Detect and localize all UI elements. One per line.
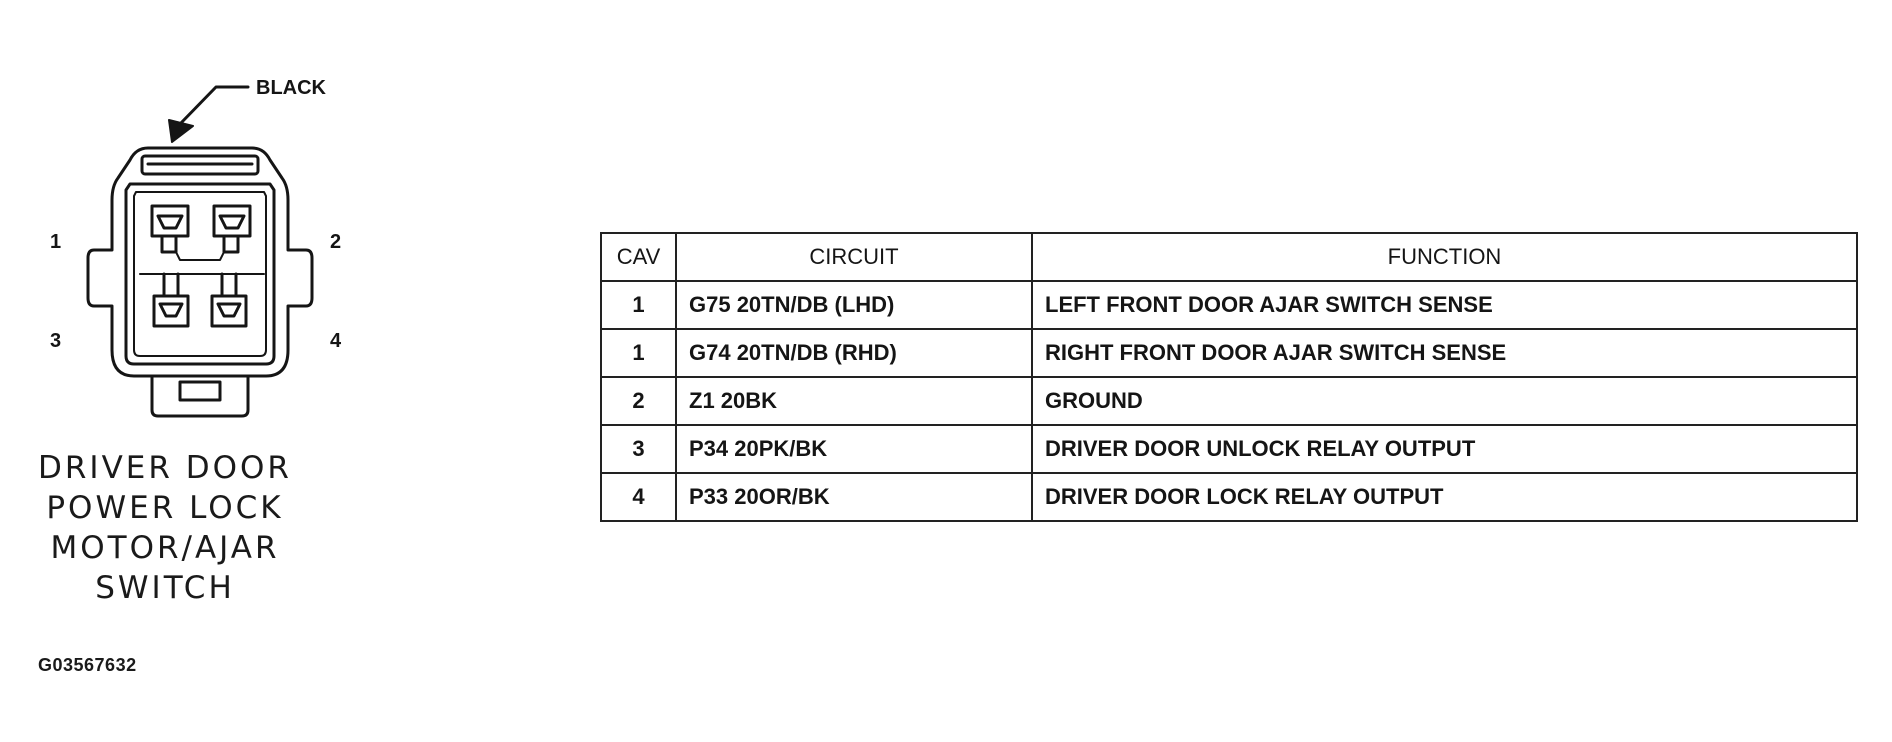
pin-label-4: 4: [330, 330, 342, 352]
cell-function: RIGHT FRONT DOOR AJAR SWITCH SENSE: [1031, 328, 1858, 378]
pin-out-table: CAV CIRCUIT FUNCTION 1 G75 20TN/DB (LHD)…: [600, 232, 1858, 522]
connector-title-line: SWITCH: [95, 570, 235, 606]
connector-face: [124, 182, 276, 366]
bottom-tab: [150, 374, 250, 418]
cell-cav: 4: [600, 472, 677, 522]
cell-function: GROUND: [1031, 376, 1858, 426]
arrow-head: [168, 119, 194, 143]
cell-cav: 1: [600, 280, 677, 330]
pin-label-2: 2: [330, 231, 341, 253]
connector-color-label: BLACK: [256, 77, 327, 99]
pin-label-3: 3: [50, 330, 61, 352]
table-row: 1 G75 20TN/DB (LHD) LEFT FRONT DOOR AJAR…: [600, 280, 1858, 330]
connector-diagram: BLACK 1 2 3 4: [50, 77, 342, 418]
figure-id: G03567632: [38, 655, 137, 675]
pin-label-1: 1: [50, 231, 61, 253]
table-row: 1 G74 20TN/DB (RHD) RIGHT FRONT DOOR AJA…: [600, 328, 1858, 378]
header-circuit: CIRCUIT: [675, 232, 1033, 282]
cell-function: DRIVER DOOR LOCK RELAY OUTPUT: [1031, 472, 1858, 522]
cell-circuit: G74 20TN/DB (RHD): [675, 328, 1033, 378]
connector-housing: [86, 146, 314, 378]
terminal-3: [152, 272, 190, 328]
table-row: 2 Z1 20BK GROUND: [600, 376, 1858, 426]
cell-cav: 1: [600, 328, 677, 378]
cell-function: LEFT FRONT DOOR AJAR SWITCH SENSE: [1031, 280, 1858, 330]
cell-cav: 2: [600, 376, 677, 426]
terminal-1: [150, 204, 190, 254]
top-latch: [140, 154, 260, 176]
table-header-row: CAV CIRCUIT FUNCTION: [600, 232, 1858, 282]
cell-circuit: Z1 20BK: [675, 376, 1033, 426]
terminal-2: [212, 204, 252, 254]
cell-cav: 3: [600, 424, 677, 474]
connector-title: DRIVER DOOR POWER LOCK MOTOR/AJAR SWITCH: [0, 448, 330, 608]
cell-circuit: G75 20TN/DB (LHD): [675, 280, 1033, 330]
connector-title-line: DRIVER DOOR: [38, 450, 292, 486]
cell-function: DRIVER DOOR UNLOCK RELAY OUTPUT: [1031, 424, 1858, 474]
connector-title-line: POWER LOCK: [46, 490, 284, 526]
table-row: 4 P33 20OR/BK DRIVER DOOR LOCK RELAY OUT…: [600, 472, 1858, 522]
connector-title-line: MOTOR/AJAR: [50, 530, 280, 566]
table-row: 3 P34 20PK/BK DRIVER DOOR UNLOCK RELAY O…: [600, 424, 1858, 474]
header-function: FUNCTION: [1031, 232, 1858, 282]
terminal-4: [210, 272, 248, 328]
cell-circuit: P34 20PK/BK: [675, 424, 1033, 474]
leader-line: [178, 85, 250, 126]
header-cav: CAV: [600, 232, 677, 282]
cell-circuit: P33 20OR/BK: [675, 472, 1033, 522]
